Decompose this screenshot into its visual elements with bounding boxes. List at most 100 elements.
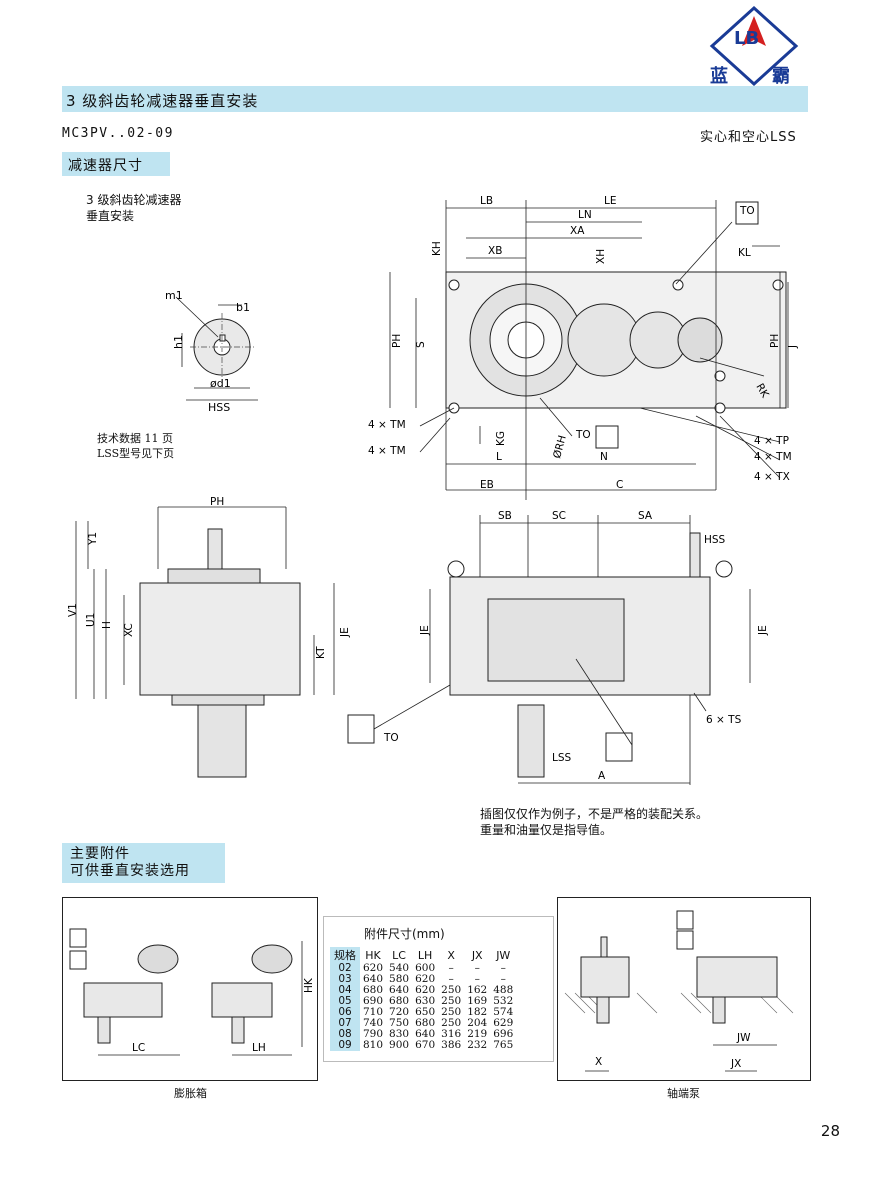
label-xb: XB [488, 245, 502, 257]
label-kh: KH [431, 241, 443, 256]
tech-note-line-2: LSS型号见下页 [97, 447, 175, 460]
table-cell: 532 [493, 995, 514, 1007]
accessories-title-line-1: 主要附件 [70, 846, 130, 862]
label-tp: 4 × TP [754, 435, 789, 447]
title-bar [62, 86, 808, 112]
table-cell: – [474, 973, 480, 985]
label-l: L [496, 451, 502, 463]
table-cell-size: 02 [330, 963, 360, 974]
table-cell-size: 07 [330, 1018, 360, 1029]
label-to-front: TO [383, 732, 399, 744]
label-hk: HK [303, 977, 315, 993]
table-cell: 680 [389, 995, 410, 1007]
page-number: 28 [820, 1122, 840, 1140]
table-cell: 696 [493, 1028, 514, 1040]
table-cell-size: 09 [330, 1040, 360, 1051]
table-cell: 386 [441, 1039, 462, 1051]
table-cell: 488 [493, 984, 514, 996]
label-tx: 4 × TX [754, 471, 790, 483]
table-title: 附件尺寸(mm) [364, 927, 445, 941]
table-cell: 250 [441, 995, 462, 1007]
label-y1: Y1 [87, 532, 99, 546]
tech-note-line-1: 技术数据 11 页 [97, 432, 173, 445]
label-sc: SC [552, 510, 566, 522]
label-jw: JW [736, 1032, 751, 1044]
label-hss-front: HSS [704, 534, 726, 546]
drain-icon-small [69, 950, 87, 970]
shaft-section-drawing: m1 b1 h1 ød1 HSS [165, 289, 258, 414]
assembly-notes: 插图仅仅作为例子，不是严格的装配关系。 重量和油量仅是指导值。 [480, 806, 708, 838]
table-cell: 710 [363, 1006, 384, 1018]
label-je-side: JE [339, 627, 351, 638]
label-xa: XA [570, 225, 585, 237]
label-ph-right: PH [769, 334, 781, 348]
front-view-drawing: SB SC SA HSS JE JE 6 × TS TO LSS A [347, 510, 769, 785]
drain-icon-right [676, 930, 694, 950]
table-cell: – [448, 962, 454, 974]
tech-note: 技术数据 11 页 LSS型号见下页 [97, 431, 174, 461]
left-caption: 膨胀箱 [174, 1087, 207, 1100]
table-cell: – [500, 973, 506, 985]
label-hss: HSS [208, 401, 230, 414]
logo-letters: LB [734, 28, 759, 49]
th-lc: LC [392, 948, 406, 962]
table-cell: – [448, 973, 454, 985]
table-cell: 540 [389, 962, 410, 974]
label-v1: V1 [67, 603, 79, 617]
table-cell: 765 [493, 1039, 514, 1051]
table-cell: 830 [389, 1028, 410, 1040]
label-j: J [787, 345, 799, 349]
label-h: H [101, 621, 113, 629]
label-le: LE [604, 195, 616, 207]
table-cell: 250 [441, 984, 462, 996]
table-cell: 790 [363, 1028, 384, 1040]
label-je-left: JE [419, 625, 431, 636]
label-m1: m1 [165, 289, 183, 302]
label-lh: LH [252, 1042, 266, 1054]
table-cell: 316 [441, 1028, 462, 1040]
label-kt: KT [315, 646, 327, 659]
table-cell: 670 [415, 1039, 436, 1051]
table-header-row: 规格 HK LC LH X JX JW [330, 947, 516, 963]
table-cell: 680 [415, 1017, 436, 1029]
label-xc: XC [123, 623, 135, 637]
table-cell: 690 [363, 995, 384, 1007]
shaft-type: 实心和空心LSS [700, 130, 797, 145]
label-ts: 6 × TS [706, 714, 742, 726]
table-cell: 629 [493, 1017, 514, 1029]
table-cell: – [500, 962, 506, 974]
oil-level-icon [347, 714, 375, 744]
table-cell: 600 [415, 962, 436, 974]
label-ph-left: PH [391, 334, 403, 348]
accessories-title: 主要附件 可供垂直安装选用 [70, 846, 190, 880]
label-s: S [415, 341, 427, 348]
label-b1: b1 [236, 301, 250, 314]
table-cell: 162 [467, 984, 488, 996]
table-cell-size: 08 [330, 1029, 360, 1040]
table-cell: 720 [389, 1006, 410, 1018]
table-cell: 630 [415, 995, 436, 1007]
label-eb: EB [480, 479, 494, 491]
label-u1: U1 [85, 613, 97, 627]
label-ln: LN [578, 209, 592, 221]
label-jx: JX [730, 1058, 741, 1070]
table-cell: 169 [467, 995, 488, 1007]
th-hk: HK [365, 948, 381, 962]
table-cell: 232 [467, 1039, 488, 1051]
label-tm-b: 4 × TM [368, 445, 406, 457]
th-x: X [447, 948, 455, 962]
table-cell: 620 [363, 962, 384, 974]
table-cell: 250 [441, 1017, 462, 1029]
accessories-bar [62, 843, 225, 883]
table-cell: 650 [415, 1006, 436, 1018]
th-jx: JX [471, 948, 483, 962]
label-lss: LSS [552, 752, 572, 764]
table-cell-size: 06 [330, 1007, 360, 1018]
label-sb: SB [498, 510, 512, 522]
label-lb: LB [480, 195, 493, 207]
